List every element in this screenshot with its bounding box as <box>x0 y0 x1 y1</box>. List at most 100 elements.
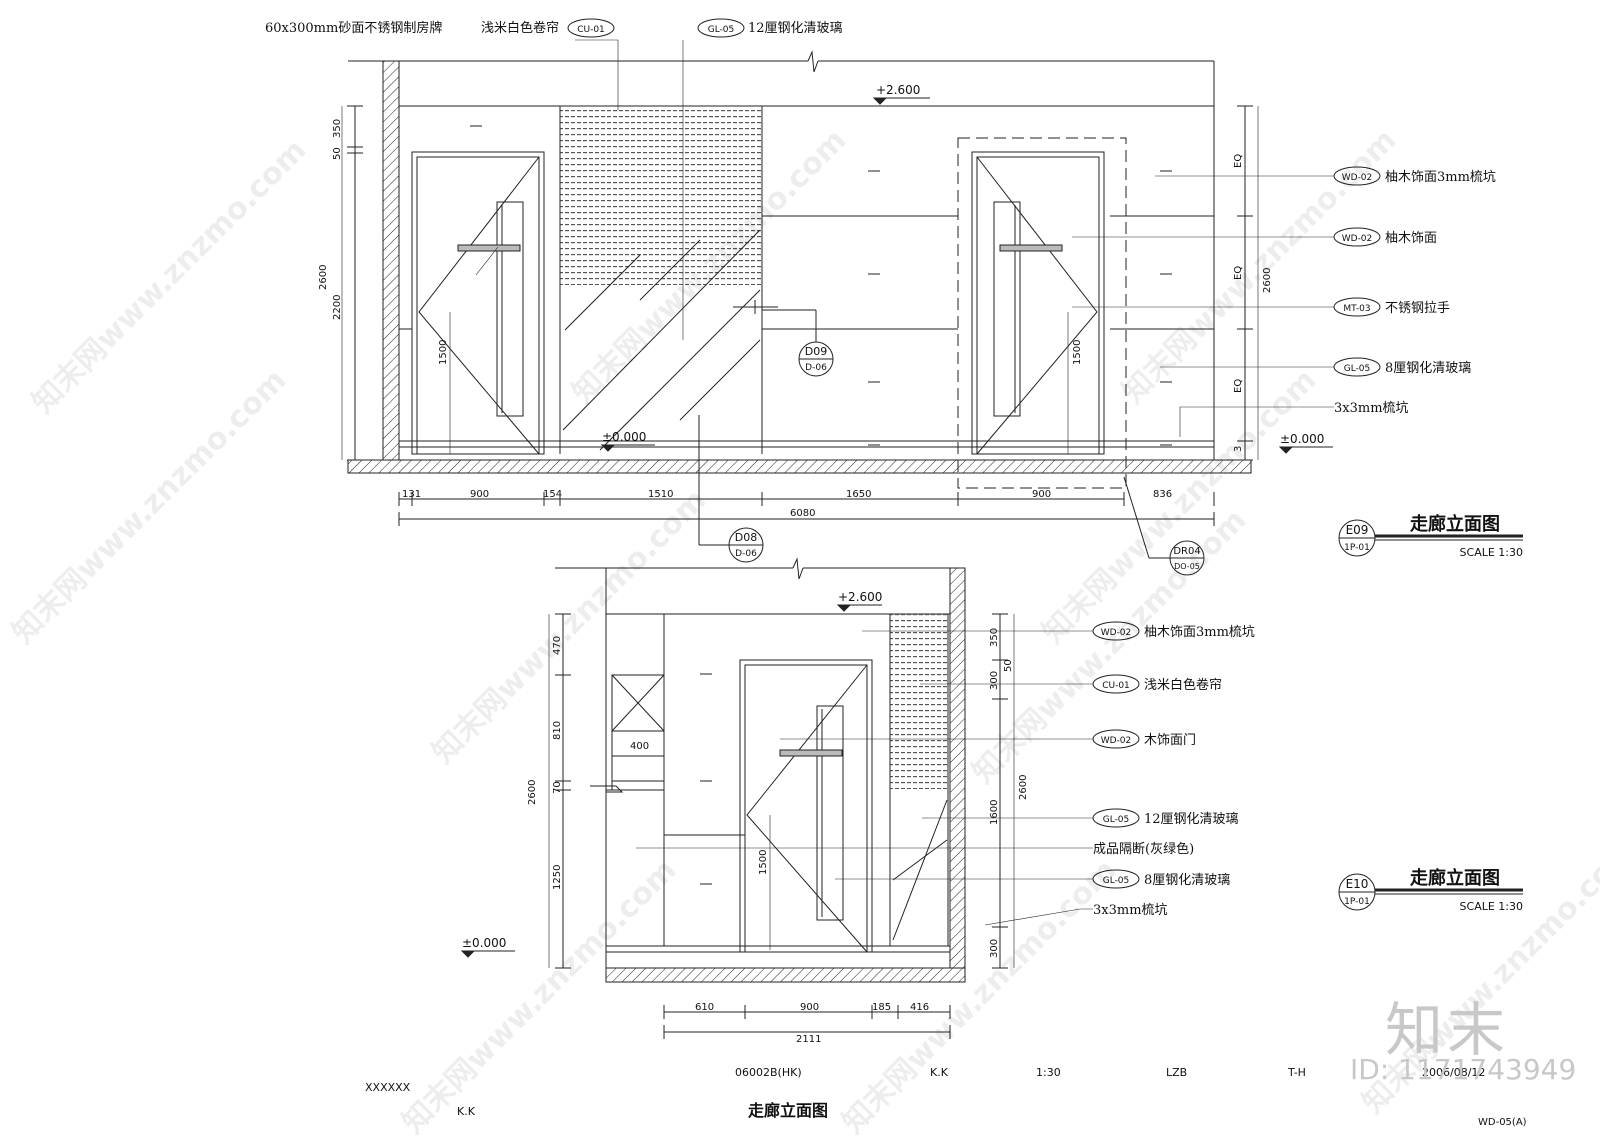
titleblock-project-no: 06002B(HK) <box>735 1066 802 1079</box>
svg-text:EQ: EQ <box>1233 154 1244 168</box>
svg-text:CU-01: CU-01 <box>577 25 605 35</box>
e09-callout-2: 柚木饰面 <box>1385 231 1437 246</box>
e10-title-scale: SCALE 1:30 <box>1460 900 1523 913</box>
e09-callouts: WD-02 柚木饰面3mm梳坑 WD-02 柚木饰面 MT-03 不锈钢拉手 G… <box>1333 166 1496 416</box>
e09-label-curtain: 浅米白色卷帘 <box>481 20 559 36</box>
svg-text:70: 70 <box>552 781 563 794</box>
svg-text:300: 300 <box>989 671 1000 690</box>
svg-text:185: 185 <box>872 1002 891 1013</box>
svg-text:DR04: DR04 <box>1173 546 1200 557</box>
e09-elevation <box>341 39 1334 559</box>
svg-text:1P-01: 1P-01 <box>1344 543 1370 553</box>
svg-text:D-06: D-06 <box>805 363 827 373</box>
e09-text: 60x300mm砂面不锈钢制房牌 浅米白色卷帘 CU-01 GL-05 12厘钢… <box>265 18 1523 576</box>
e09-door-right-dashed <box>957 137 1127 489</box>
svg-text:GL-05: GL-05 <box>1103 876 1130 886</box>
titleblock-designer: K.K <box>457 1105 476 1118</box>
svg-text:D09: D09 <box>805 345 827 358</box>
e09-level-floor-left: ±0.000 <box>602 430 646 444</box>
svg-text:GL-05: GL-05 <box>1103 815 1130 825</box>
brand-id: ID: 1171743949 <box>1350 1053 1577 1086</box>
svg-text:470: 470 <box>552 636 563 655</box>
e10-level-floor: ±0.000 <box>462 936 506 950</box>
e09-label-glass: 12厘钢化清玻璃 <box>748 21 843 36</box>
e09-ref-dr04: DR04 DO-05 <box>1169 540 1205 576</box>
svg-text:2600: 2600 <box>318 265 329 290</box>
svg-text:1650: 1650 <box>846 489 871 500</box>
svg-text:900: 900 <box>470 489 489 500</box>
e09-ref-d09: D09 D-06 <box>798 341 834 377</box>
svg-text:154: 154 <box>543 489 562 500</box>
e09-callout-1: 柚木饰面3mm梳坑 <box>1385 170 1496 185</box>
svg-text:WD-02: WD-02 <box>1342 234 1373 244</box>
svg-text:2600: 2600 <box>1262 268 1273 293</box>
e10-right-wall <box>949 567 966 969</box>
e09-title-name: 走廊立面图 <box>1410 513 1500 535</box>
e09-title-scale: SCALE 1:30 <box>1460 546 1523 559</box>
e10-callout-6: 8厘钢化清玻璃 <box>1144 873 1230 888</box>
svg-text:350: 350 <box>332 119 343 138</box>
svg-text:50: 50 <box>332 147 343 160</box>
e09-door-left <box>411 151 545 455</box>
svg-text:1600: 1600 <box>989 800 1000 825</box>
titleblock-date: 2006/08/12 <box>1422 1066 1485 1079</box>
svg-text:900: 900 <box>1032 489 1051 500</box>
e10-door <box>739 659 873 953</box>
e10-callout-7: 3x3mm梳坑 <box>1093 903 1168 918</box>
svg-text:EQ: EQ <box>1233 266 1244 280</box>
svg-text:EQ: EQ <box>1233 379 1244 393</box>
e09-title-block: E09 1P-01 走廊立面图 SCALE 1:30 <box>1338 513 1523 559</box>
e09-level-top: +2.600 <box>876 83 920 97</box>
svg-text:WD-02: WD-02 <box>1101 628 1132 638</box>
svg-text:WD-02: WD-02 <box>1342 173 1373 183</box>
svg-text:CU-01: CU-01 <box>1102 681 1130 691</box>
e09-tag-curtain <box>567 18 615 38</box>
svg-text:D-06: D-06 <box>735 549 757 559</box>
e09-title-code: E09 <box>1346 523 1369 537</box>
svg-text:GL-05: GL-05 <box>708 25 735 35</box>
svg-text:6080: 6080 <box>790 508 815 519</box>
brand-logo: 知末 <box>1385 996 1510 1064</box>
e10-callout-2: 浅米白色卷帘 <box>1144 677 1222 693</box>
titleblock-drawing-title: 走廊立面图 <box>747 1101 828 1120</box>
e10-title-block: E10 1P-01 走廊立面图 SCALE 1:30 <box>1338 867 1523 913</box>
e09-floor-slab <box>347 459 1252 474</box>
e10-floor-slab <box>605 967 966 983</box>
e09-callout-3: 不锈钢拉手 <box>1385 301 1450 316</box>
e09-door-right <box>971 151 1105 455</box>
e09-level-floor-right: ±0.000 <box>1280 432 1324 446</box>
svg-text:1500: 1500 <box>438 340 449 365</box>
svg-text:350: 350 <box>989 628 1000 647</box>
svg-text:300: 300 <box>989 939 1000 958</box>
titleblock-scale: 1:30 <box>1036 1066 1061 1079</box>
drawing-titleblock: 06002B(HK) K.K 1:30 LZB T-H 2006/08/12 X… <box>365 1066 1527 1128</box>
svg-text:1500: 1500 <box>758 850 769 875</box>
e09-callout-4: 8厘钢化清玻璃 <box>1385 361 1471 376</box>
e10-title-name: 走廊立面图 <box>1410 867 1500 889</box>
e10-callouts: WD-02 柚木饰面3mm梳坑 CU-01 浅米白色卷帘 WD-02 木饰面门 … <box>1092 621 1255 918</box>
e09-label-sign: 60x300mm砂面不锈钢制房牌 <box>265 20 442 36</box>
svg-text:610: 610 <box>695 1002 714 1013</box>
svg-text:2600: 2600 <box>527 780 538 805</box>
e10-callout-5: 成品隔断(灰绿色) <box>1093 841 1194 857</box>
titleblock-approved: T-H <box>1287 1066 1306 1079</box>
svg-text:2200: 2200 <box>332 295 343 320</box>
e09-callout-5: 3x3mm梳坑 <box>1334 401 1409 416</box>
e10-door-glass <box>816 705 844 921</box>
e10-level-top: +2.600 <box>838 590 882 604</box>
svg-text:D08: D08 <box>735 531 757 544</box>
e09-ref-d08: D08 D-06 <box>728 527 764 563</box>
svg-text:900: 900 <box>800 1002 819 1013</box>
e09-tag-glass <box>697 18 745 38</box>
svg-text:3: 3 <box>1233 446 1244 452</box>
titleblock-drawing-no: WD-05(A) <box>1478 1117 1527 1128</box>
svg-text:1250: 1250 <box>552 865 563 890</box>
svg-text:WD-02: WD-02 <box>1101 736 1132 746</box>
e10-callout-4: 12厘钢化清玻璃 <box>1144 812 1239 827</box>
svg-text:416: 416 <box>910 1002 929 1013</box>
svg-text:50: 50 <box>1003 659 1014 672</box>
e10-title-code: E10 <box>1346 877 1369 891</box>
e09-door-left-glass <box>496 201 524 417</box>
